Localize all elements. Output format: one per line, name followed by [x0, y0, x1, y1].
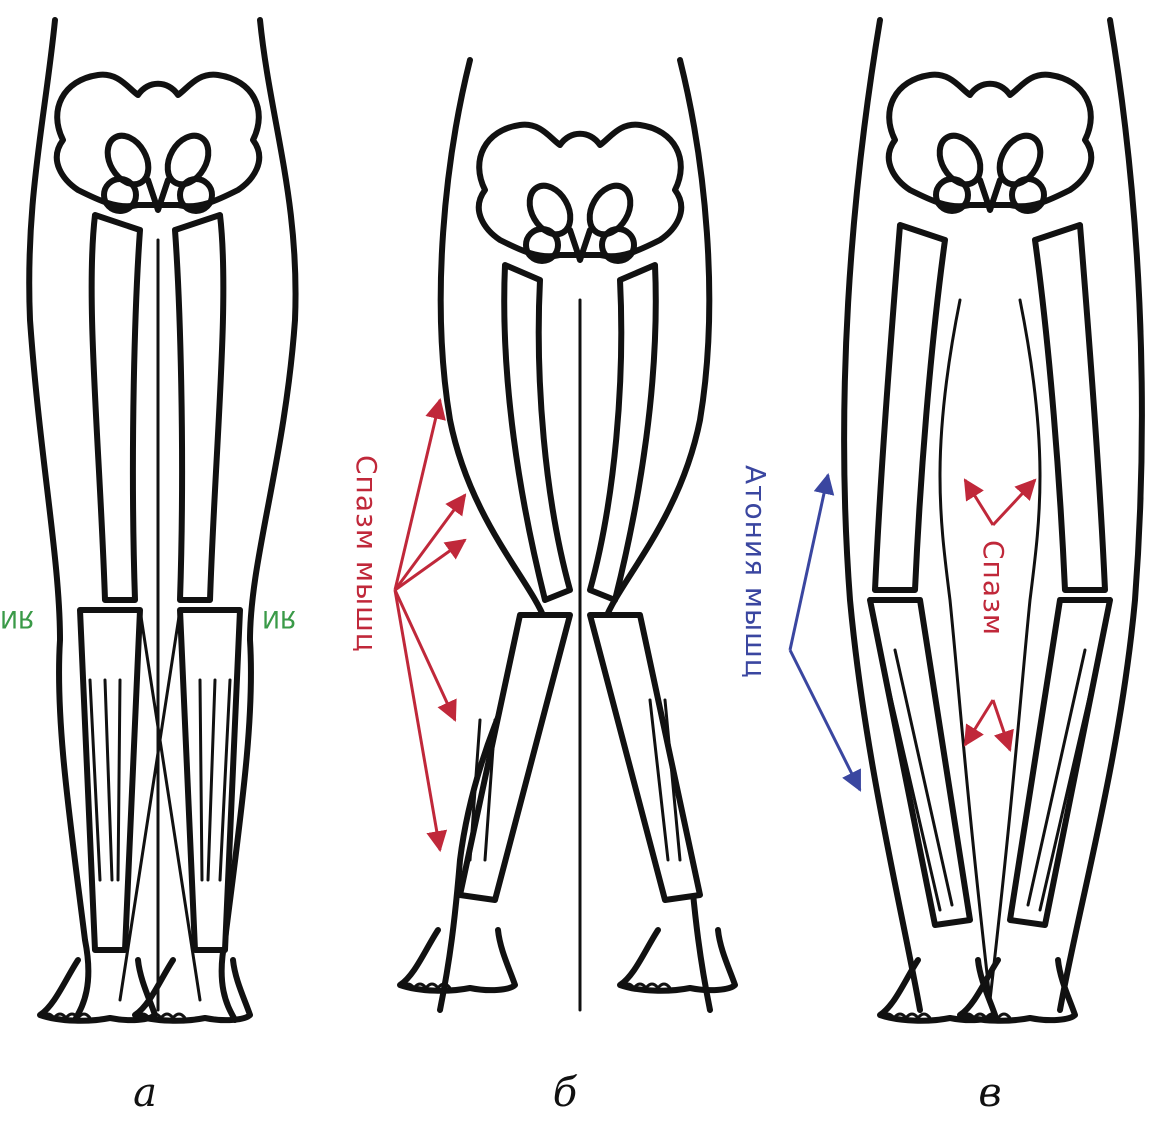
panel-c-legs — [790, 20, 1142, 1021]
atony-arrows — [790, 475, 860, 790]
caption-c: в — [960, 1070, 1020, 1116]
spasm-label-c: Спазм — [977, 540, 1010, 636]
spasm-arrows — [395, 400, 465, 850]
panel-b-legs — [395, 60, 735, 1010]
left-fragment-label: ЯИ — [0, 605, 35, 633]
right-fragment-label: ЯИ — [262, 605, 297, 633]
caption-a: а — [115, 1070, 175, 1116]
atony-label-c: Атония мышц — [739, 465, 772, 679]
spasm-label-b: Спазм мышц — [350, 455, 383, 653]
caption-b: б — [535, 1070, 595, 1116]
panel-a-legs — [29, 20, 295, 1021]
